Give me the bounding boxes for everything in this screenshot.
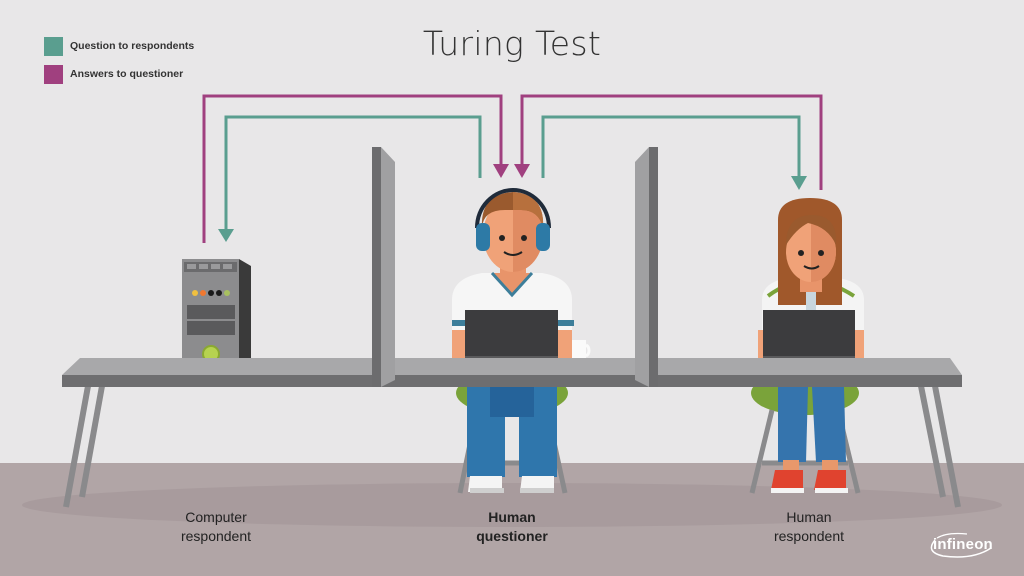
label-line: respondent [180, 528, 252, 544]
answer-swatch-icon [44, 64, 63, 84]
desk [62, 358, 962, 387]
desk-legs [63, 385, 961, 508]
label-line: questioner [476, 528, 548, 544]
question-swatch-icon [44, 36, 63, 56]
question-arrow-to-human-icon [541, 115, 801, 178]
divider-left [372, 147, 395, 387]
legend-item-question: Question to respondents [44, 36, 194, 56]
respondent-legs [771, 387, 848, 493]
diagram-title: Turing Test [422, 24, 602, 63]
computer-tower-icon [182, 259, 251, 375]
logo-text: infineon [933, 536, 993, 553]
mug-icon [572, 340, 591, 360]
label-line: Human [488, 509, 536, 525]
questioner-legs [467, 387, 557, 493]
legend-label-question: Question to respondents [70, 40, 195, 52]
legend: Question to respondents Answers to quest… [44, 36, 194, 92]
divider-right [635, 147, 658, 387]
label-computer-respondent: Computer respondent [136, 508, 296, 546]
legend-label-answer: Answers to questioner [70, 68, 184, 80]
label-line: respondent [773, 528, 845, 544]
answer-arrow-from-human-icon [520, 94, 823, 190]
label-line: Human [786, 509, 832, 525]
logo-swoosh-icon [930, 532, 992, 558]
infineon-logo: infineon [925, 532, 995, 560]
respondent-laptop [763, 310, 855, 364]
label-human-respondent: Human respondent [729, 508, 889, 546]
floor-shadow [22, 483, 1002, 527]
questioner-laptop [465, 310, 558, 364]
answer-arrow-from-computer-icon [202, 94, 503, 243]
legend-item-answer: Answers to questioner [44, 64, 194, 84]
question-arrow-to-computer-icon [224, 115, 482, 230]
label-line: Computer [185, 509, 247, 525]
label-human-questioner: Human questioner [432, 508, 592, 546]
